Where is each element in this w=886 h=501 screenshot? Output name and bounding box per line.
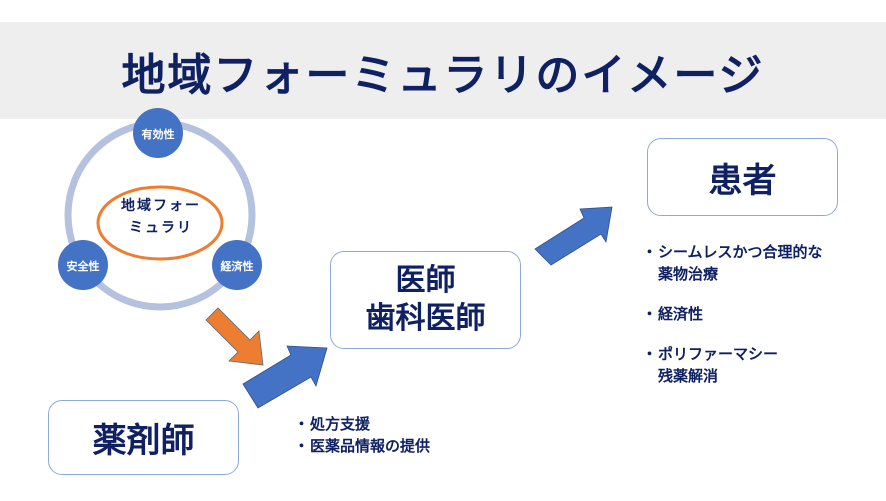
bullet-item: ・ 経済性 [642, 303, 823, 325]
box-patient: 患者 [647, 138, 838, 216]
center-ellipse [96, 185, 224, 261]
center-label-line: ミュラリ [129, 220, 193, 236]
node-economy [212, 240, 262, 290]
orange-arrow [205, 307, 264, 366]
bullet-text: シームレスかつ合理的な [658, 243, 823, 261]
bullet-text: 薬物治療 [658, 265, 719, 283]
node-label-safety: 安全性 [66, 260, 100, 273]
bullet-text: 残薬解消 [658, 367, 719, 385]
title-band: 地域フォーミュラリのイメージ [0, 22, 886, 119]
doctor-label-line: 医師 [395, 263, 456, 298]
bullet-item: ・ 医薬品情報の提供 [294, 435, 430, 457]
blue-arrow-upper [534, 206, 613, 266]
bullet-dot: ・ [642, 345, 658, 363]
bullet-dot: ・ [294, 437, 310, 455]
bullet-dot: ・ [642, 305, 658, 323]
node-label-economy: 経済性 [220, 260, 254, 273]
box-pharmacist: 薬剤師 [48, 400, 239, 475]
patient-label: 患者 [708, 160, 777, 201]
bullet-text: 経済性 [658, 305, 704, 323]
pharmacist-label: 薬剤師 [92, 421, 195, 461]
bullet-text: ポリファーマシー [658, 345, 779, 363]
bullet-dot: ・ [642, 243, 658, 261]
box-doctor: 医師 歯科医師 [330, 251, 521, 349]
node-label-effectiveness: 有効性 [141, 128, 175, 141]
bullet-dot: ・ [294, 415, 310, 433]
bullet-item: ・ シームレスかつ合理的な 薬物治療 [642, 241, 823, 285]
doctor-label-line: 歯科医師 [365, 301, 486, 336]
bullet-text: 医薬品情報の提供 [310, 437, 431, 455]
slide-title: 地域フォーミュラリのイメージ [121, 49, 765, 101]
node-effectiveness [133, 108, 183, 158]
center-label: 地域フォー ミュラリ [96, 195, 226, 239]
blue-arrow-lower [242, 345, 328, 409]
center-label-line: 地域フォー [121, 198, 201, 214]
patient-bullets: ・ シームレスかつ合理的な 薬物治療 ・ 経済性 ・ ポリファーマシー 残薬解消 [642, 241, 823, 387]
bullet-item: ・ ポリファーマシー 残薬解消 [642, 343, 823, 387]
bullet-item: ・ 処方支援 [294, 413, 430, 435]
pharmacist-bullets: ・ 処方支援 ・ 医薬品情報の提供 [294, 413, 430, 457]
node-safety [58, 240, 108, 290]
bullet-text: 処方支援 [310, 415, 371, 433]
